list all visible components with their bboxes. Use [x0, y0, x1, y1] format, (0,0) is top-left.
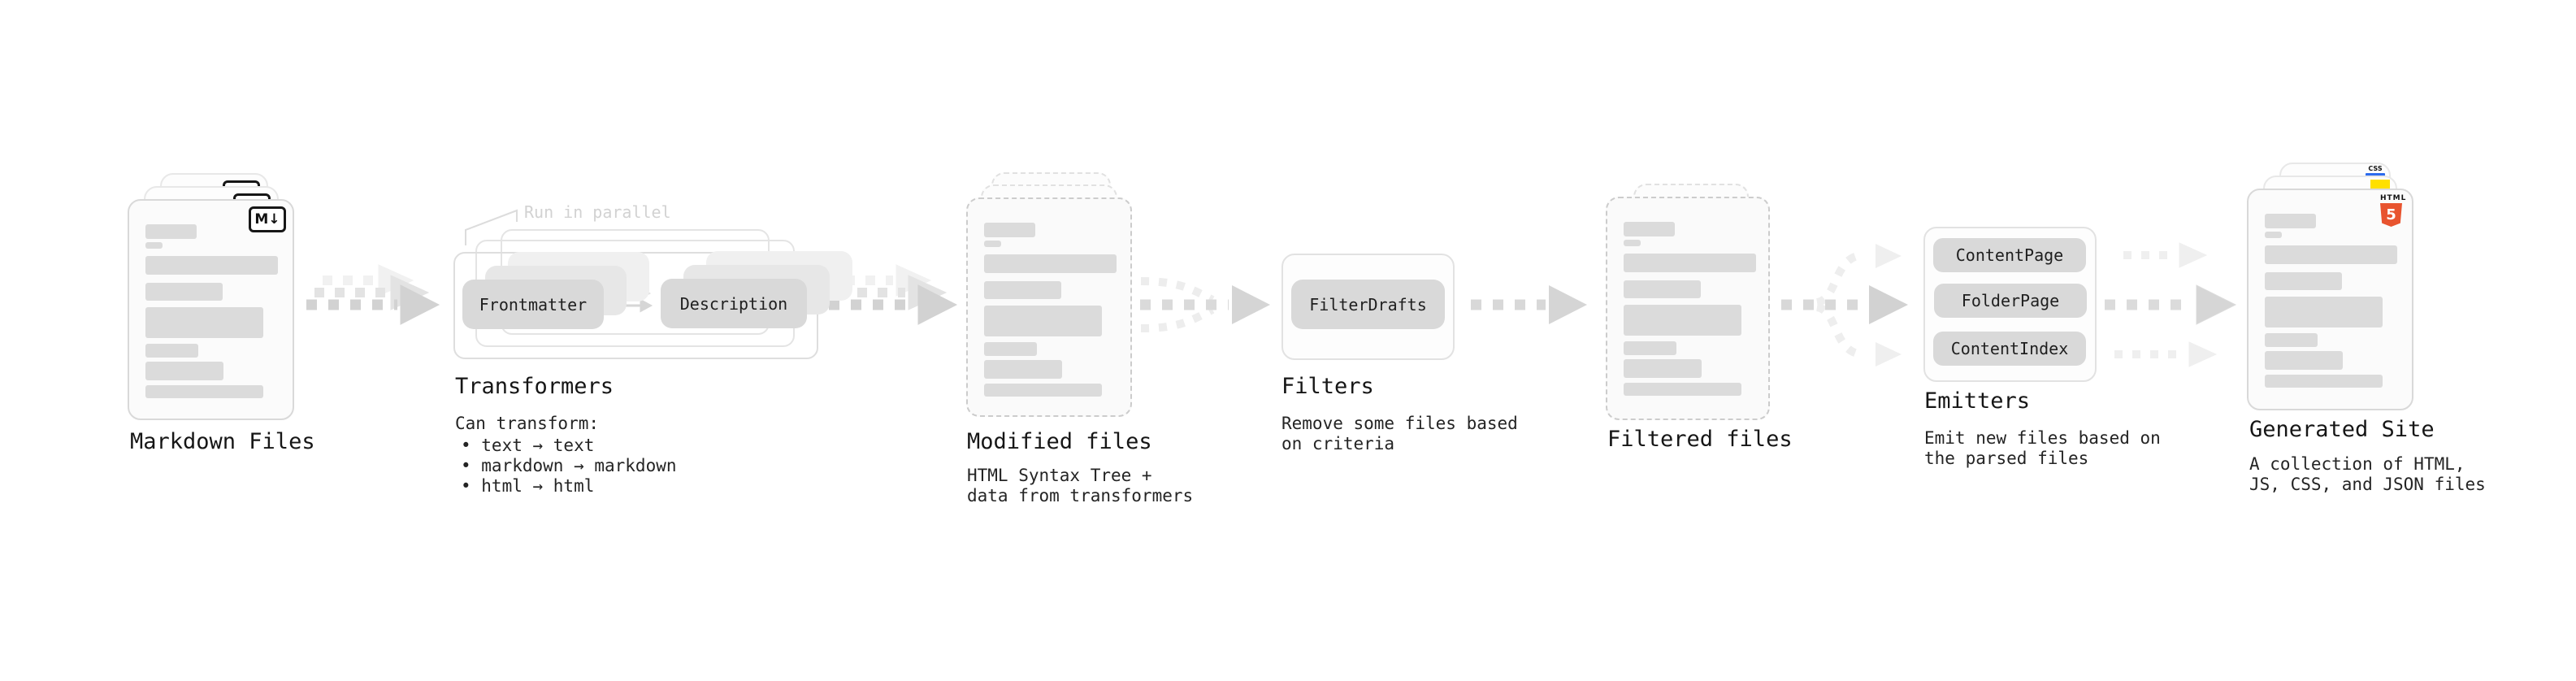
- arrow-filtered-to-emitters: [1781, 244, 1908, 367]
- markdown-files-title: Markdown Files: [130, 429, 315, 454]
- doc-content-skeleton: [968, 199, 1130, 415]
- caption-line: HTML Syntax Tree +: [967, 466, 1152, 485]
- css-file-icon: CSS: [2366, 166, 2385, 176]
- arrow-emitters-to-generated: [2105, 242, 2237, 367]
- filtered-files-title: Filtered files: [1607, 427, 1793, 452]
- run-in-parallel-connector: [465, 209, 518, 245]
- transformers-title: Transformers: [455, 374, 614, 399]
- html5-icon-label: HTML: [2380, 194, 2407, 202]
- caption-line: Remove some files based: [1281, 414, 1518, 433]
- markdown-file-card: M↓: [128, 199, 294, 420]
- modified-files-caption: HTML Syntax Tree + data from transformer…: [967, 466, 1193, 506]
- frontmatter-pill: Frontmatter: [462, 280, 604, 329]
- modified-files-title: Modified files: [967, 429, 1152, 454]
- modified-file-card: [966, 197, 1132, 417]
- css-icon-bar: [2366, 173, 2385, 176]
- caption-line: the parsed files: [1924, 449, 2089, 468]
- arrow-modified-to-filters: [1140, 277, 1270, 332]
- markdown-icon: M↓: [249, 206, 286, 232]
- contentindex-pill: ContentIndex: [1933, 332, 2086, 366]
- transformers-bullet: • html → html: [461, 476, 595, 496]
- doc-content-skeleton: [1607, 198, 1768, 419]
- caption-line: JS, CSS, and JSON files: [2249, 475, 2486, 494]
- transformers-bullet: • markdown → markdown: [461, 456, 677, 475]
- transformers-bullet-list: • text → text • markdown → markdown • ht…: [461, 436, 677, 497]
- transformers-bullet: • text → text: [461, 436, 595, 455]
- html5-icon-shield: 5: [2380, 203, 2402, 227]
- filterdrafts-pill: FilterDrafts: [1291, 280, 1445, 329]
- contentpage-pill: ContentPage: [1933, 238, 2086, 272]
- js-file-icon: [2370, 180, 2390, 190]
- generated-site-caption: A collection of HTML, JS, CSS, and JSON …: [2249, 454, 2486, 495]
- arrow-markdown-to-transformers: [306, 264, 440, 325]
- description-pill: Description: [661, 279, 807, 328]
- html5-file-icon: HTML 5: [2380, 194, 2407, 227]
- css-icon-label: CSS: [2368, 165, 2383, 172]
- emitters-title: Emitters: [1924, 388, 2031, 414]
- arrow-filters-to-filtered: [1471, 285, 1587, 324]
- arrow-transformers-to-modified: [829, 264, 958, 325]
- caption-line: on criteria: [1281, 434, 1395, 453]
- filtered-file-card: [1606, 197, 1770, 420]
- generated-site-card-html: HTML 5: [2247, 189, 2413, 410]
- transformers-caption: Can transform:: [455, 414, 600, 433]
- caption-line: Emit new files based on: [1924, 428, 2161, 448]
- run-in-parallel-note: Run in parallel: [524, 202, 671, 222]
- folderpage-pill: FolderPage: [1934, 284, 2087, 318]
- filters-caption: Remove some files based on criteria: [1281, 414, 1518, 454]
- doc-content-skeleton: [129, 201, 293, 419]
- generated-site-title: Generated Site: [2249, 417, 2435, 442]
- caption-line: data from transformers: [967, 486, 1194, 505]
- caption-line: A collection of HTML,: [2249, 454, 2465, 474]
- emitters-caption: Emit new files based on the parsed files: [1924, 428, 2161, 469]
- doc-content-skeleton: [2249, 190, 2412, 409]
- filters-title: Filters: [1281, 374, 1374, 399]
